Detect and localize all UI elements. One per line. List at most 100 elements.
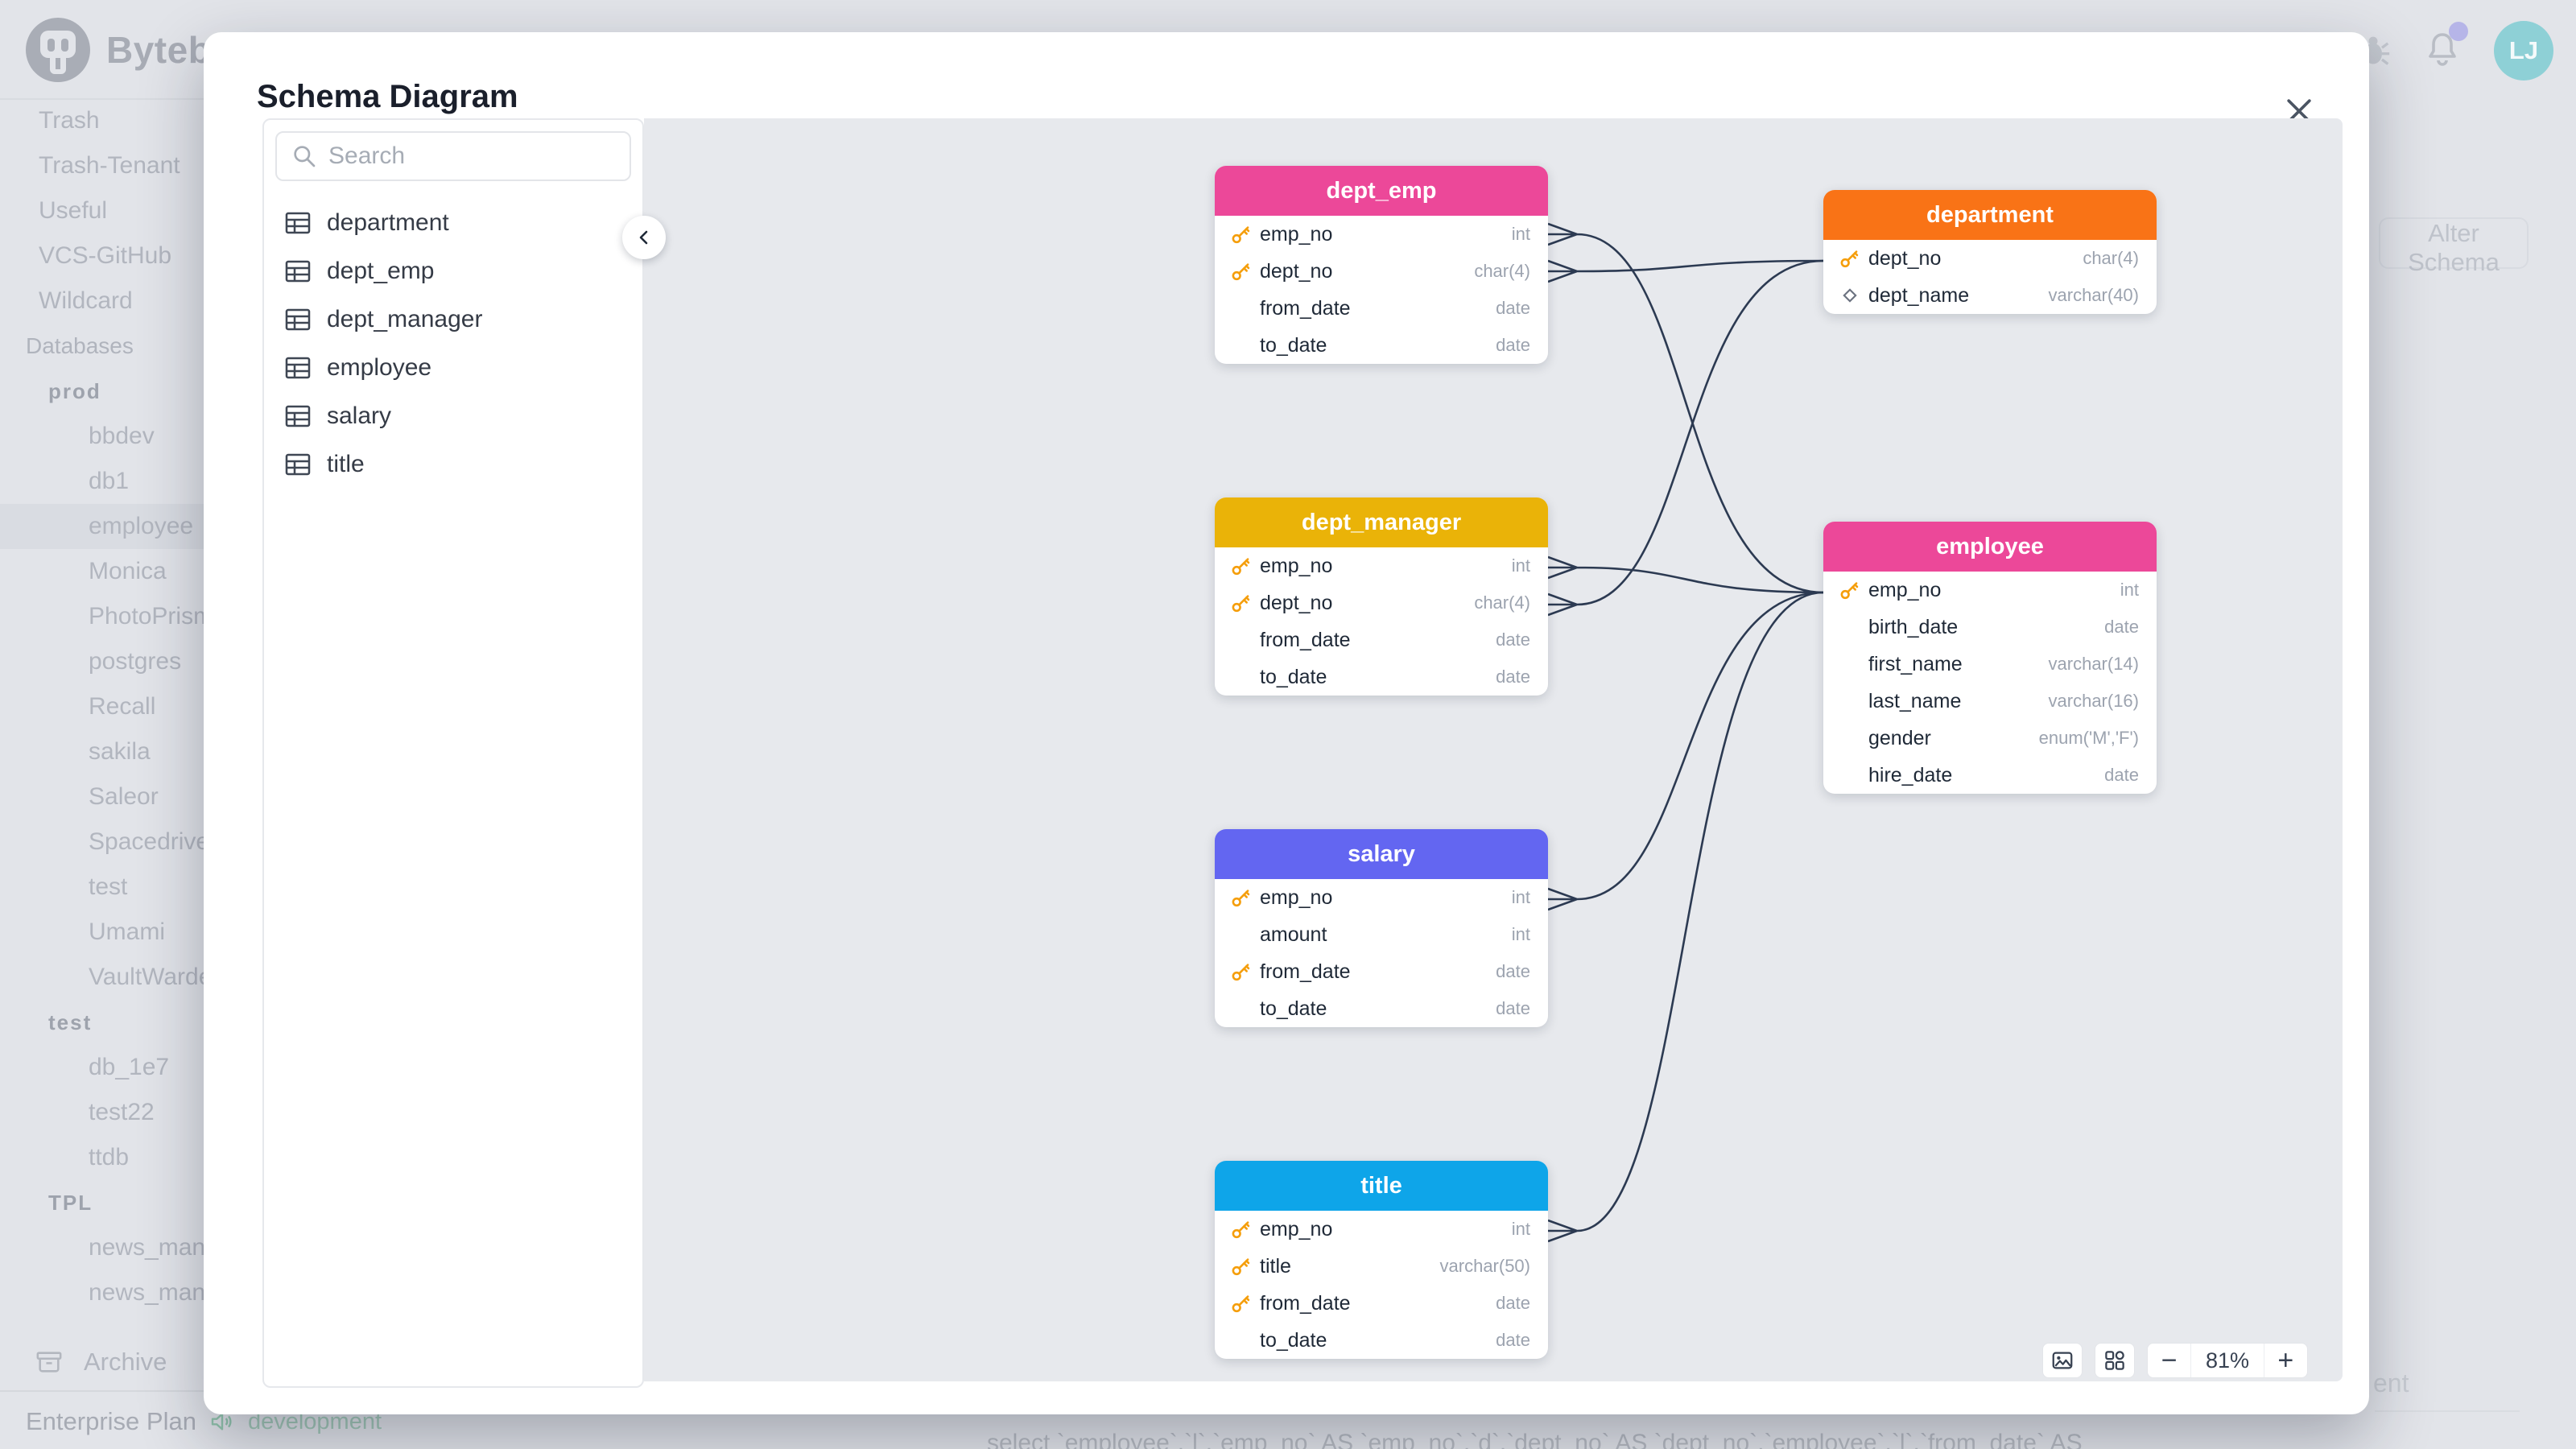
- search-box: [275, 131, 631, 181]
- primary-key-icon: [1840, 250, 1859, 268]
- sidebar-db-news_manage[interactable]: news_manage: [89, 1279, 246, 1306]
- background-divider: [2375, 1410, 2520, 1412]
- table-card-header-title[interactable]: title: [1215, 1161, 1548, 1211]
- table-list-item-dept_manager[interactable]: dept_manager: [264, 295, 642, 344]
- zoom-out-button[interactable]: −: [2161, 1344, 2178, 1376]
- auto-layout-button[interactable]: [2095, 1343, 2135, 1378]
- table-card-header-dept_emp[interactable]: dept_emp: [1215, 166, 1548, 216]
- sidebar-db-bbdev[interactable]: bbdev: [89, 423, 155, 449]
- column-name: emp_no: [1260, 222, 1333, 246]
- alter-schema-button[interactable]: Alter Schema: [2379, 217, 2529, 276]
- primary-key-icon: [1232, 1295, 1250, 1313]
- sidebar-db-spacedrive[interactable]: Spacedrive: [89, 828, 210, 855]
- background-text-fragment: ent: [2373, 1368, 2409, 1397]
- table-card-header-employee[interactable]: employee: [1823, 522, 2157, 572]
- schema-diagram-modal: Schema Diagram departmentdept_empdept_ma…: [204, 32, 2369, 1414]
- column-name: last_name: [1868, 689, 1962, 712]
- notification-bell-icon[interactable]: [2423, 30, 2462, 68]
- table-icon: [285, 357, 311, 379]
- column-name: emp_no: [1260, 554, 1333, 577]
- chevron-left-icon: [639, 230, 648, 245]
- sidebar-item-trash-tenant[interactable]: Trash-Tenant: [39, 152, 180, 179]
- primary-key-icon: [1836, 580, 1864, 601]
- sidebar-item-useful[interactable]: Useful: [39, 197, 108, 224]
- primary-key-icon: [1228, 887, 1255, 908]
- column-name: to_date: [1260, 1328, 1327, 1352]
- sidebar-db-vaultwarden[interactable]: VaultWarden: [89, 964, 226, 990]
- sidebar-group-prod: prod: [48, 378, 101, 403]
- sidebar-db-ttdb[interactable]: ttdb: [89, 1144, 130, 1170]
- sidebar-section-databases: Databases: [26, 333, 134, 358]
- close-icon[interactable]: [2277, 90, 2321, 134]
- sidebar-db-test[interactable]: test: [89, 873, 128, 900]
- primary-key-icon: [1232, 1221, 1250, 1239]
- column-type: char(4): [2083, 248, 2139, 268]
- sidebar-db-umami[interactable]: Umami: [89, 919, 165, 945]
- sidebar-item-archive[interactable]: Archive: [0, 1340, 209, 1385]
- avatar[interactable]: LJ: [2494, 21, 2553, 80]
- column-type: int: [1511, 1219, 1530, 1239]
- primary-key-icon: [1232, 964, 1250, 981]
- sidebar-group-TPL: TPL: [48, 1190, 93, 1215]
- column-name: from_date: [1260, 628, 1351, 651]
- sidebar-item-trash[interactable]: Trash: [39, 107, 100, 134]
- primary-key-icon: [1228, 1256, 1255, 1277]
- table-list-item-dept_emp[interactable]: dept_emp: [264, 247, 642, 295]
- table-card-header-department[interactable]: department: [1823, 190, 2157, 240]
- table-list-item-employee[interactable]: employee: [264, 344, 642, 392]
- sidebar-db-saleor[interactable]: Saleor: [89, 783, 159, 810]
- table-list-item-salary[interactable]: salary: [264, 392, 642, 440]
- table-icon: [285, 260, 311, 283]
- table-list-item-department[interactable]: department: [264, 199, 642, 247]
- search-input[interactable]: [328, 142, 602, 170]
- sidebar-db-recall[interactable]: Recall: [89, 693, 156, 720]
- column-name: to_date: [1260, 997, 1327, 1020]
- speaker-icon: [211, 1413, 232, 1430]
- sidebar-db-photoprism[interactable]: PhotoPrism: [89, 603, 214, 630]
- sidebar-db-employee[interactable]: employee: [0, 504, 209, 549]
- collapse-panel-button[interactable]: [622, 216, 666, 259]
- zoom-in-button[interactable]: +: [2277, 1344, 2294, 1376]
- column-name: dept_no: [1260, 591, 1333, 614]
- column-name: emp_no: [1868, 578, 1942, 601]
- sidebar-footer-divider: [0, 1390, 209, 1392]
- column-type: int: [2120, 580, 2139, 600]
- sidebar-db-sakila[interactable]: sakila: [89, 738, 151, 765]
- sidebar-db-db1[interactable]: db1: [89, 468, 130, 494]
- sidebar-item-vcs-github[interactable]: VCS-GitHub: [39, 242, 172, 269]
- table-card-header-salary[interactable]: salary: [1215, 829, 1548, 879]
- sidebar-db-db_1e7[interactable]: db_1e7: [89, 1054, 170, 1080]
- relationship-edge: [1547, 222, 1824, 594]
- export-image-button[interactable]: [2042, 1343, 2083, 1378]
- sidebar-item-wildcard[interactable]: Wildcard: [39, 287, 133, 314]
- sidebar-db-test22[interactable]: test22: [89, 1099, 155, 1125]
- column-type: date: [1496, 630, 1530, 650]
- column-type: date: [1496, 298, 1530, 318]
- grid-layout-icon: [2105, 1351, 2124, 1370]
- table-icon: [285, 453, 311, 476]
- table-list-item-title[interactable]: title: [264, 440, 642, 489]
- column-type: varchar(50): [1439, 1256, 1530, 1276]
- sidebar-db-postgres[interactable]: postgres: [89, 648, 182, 675]
- table-card-header-dept_manager[interactable]: dept_manager: [1215, 497, 1548, 547]
- sidebar-db-news_manage[interactable]: news_manage: [89, 1234, 246, 1261]
- column-name: emp_no: [1260, 886, 1333, 909]
- primary-key-icon: [1228, 961, 1255, 982]
- sidebar-db-monica[interactable]: Monica: [89, 558, 167, 584]
- column-type: enum('M','F'): [2038, 728, 2139, 748]
